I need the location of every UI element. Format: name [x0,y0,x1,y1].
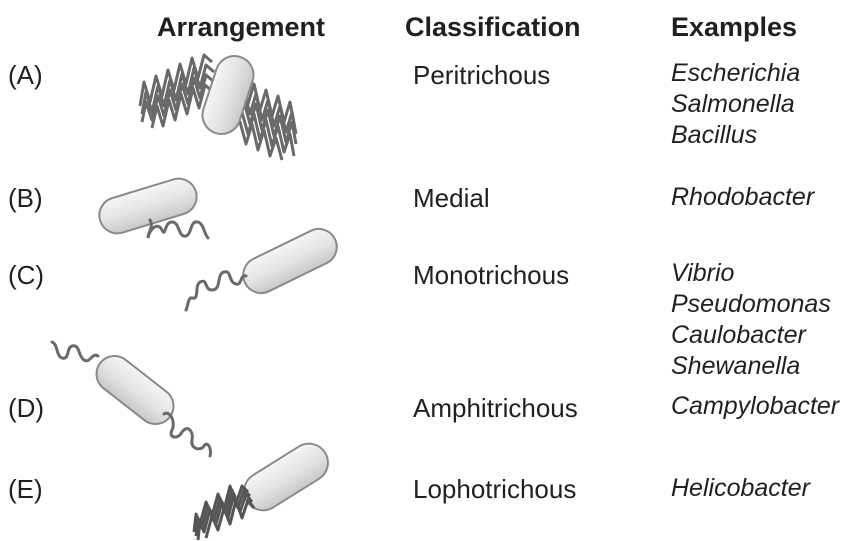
peritrichous-bacterium [140,51,296,160]
monotrichous-bacterium [186,223,343,310]
flagellum [186,272,246,310]
flagellum-rear [164,413,211,456]
lophotrichous-bacterium [194,437,335,540]
cell-body [237,223,343,299]
medial-bacterium [95,174,208,238]
amphitrichous-bacterium [52,342,211,456]
cell-body [95,174,201,238]
flagellum-front [52,342,98,361]
cell-body [89,349,181,432]
flagella-tuft [194,486,254,540]
